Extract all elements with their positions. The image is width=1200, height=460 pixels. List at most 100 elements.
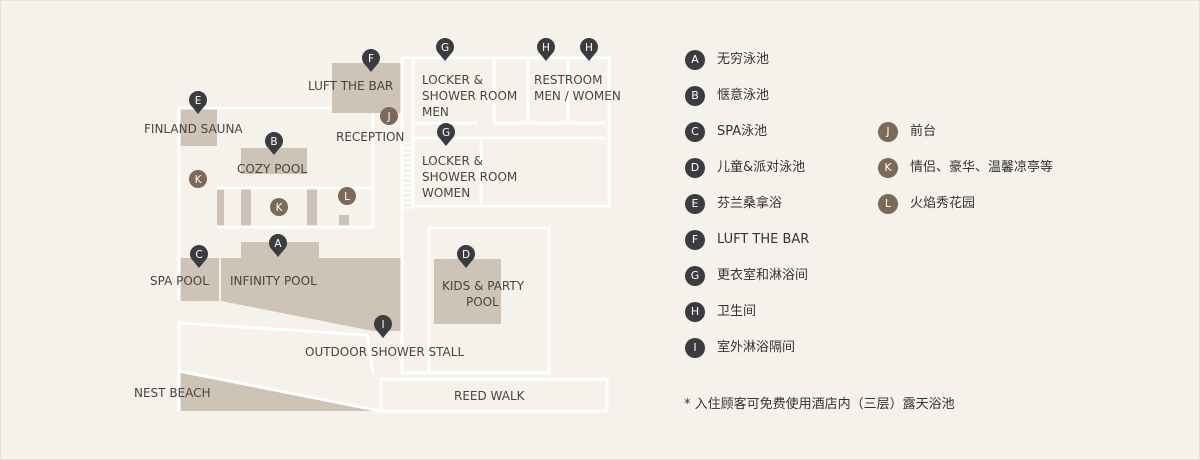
legend-badge-g: G [685,266,705,286]
pillar [339,215,349,226]
location-pin-icon [265,131,283,155]
map-pin-d: D [457,244,475,268]
map-pin-f: F [362,48,380,72]
locker-women-label-line-3: WOMEN [422,186,470,200]
legend-label-g: 更衣室和淋浴间 [717,268,809,283]
cozy-pool-label: COZY POOL [237,162,307,176]
kids-party-pool-label-line-1: KIDS & PARTY [442,279,525,293]
map-marker-k-1: K [189,170,207,188]
restroom-label-line-2: MEN / WOMEN [534,89,621,103]
legend-label-d: 儿童&派对泳池 [717,160,806,175]
pin-letter: E [195,95,202,107]
marker-circle-icon [338,187,356,205]
legend-badge-b: B [685,86,705,106]
legend-label-a: 无穷泳池 [717,52,770,67]
pin-letter: J [386,111,390,123]
locker-men-label-line-3: MEN [422,105,449,119]
reception-label: RECEPTION [336,130,404,144]
locker-men-label-line-1: LOCKER & [422,73,483,87]
map-pin-c: C [190,244,208,268]
luft-the-bar-label: LUFT THE BAR [308,79,393,93]
legend-spots: J 前台 K 情侣、豪华、温馨凉亭等 L 火焰秀花园 [878,122,1053,214]
legend-item-g: G 更衣室和淋浴间 [685,266,809,286]
reed-walk-label: REED WALK [454,389,526,403]
pillar [217,189,224,226]
legend-item-e: E 芬兰桑拿浴 [685,194,809,214]
legend-item-a: A 无穷泳池 [685,50,809,70]
legend-label-k: 情侣、豪华、温馨凉亭等 [910,160,1054,175]
location-pin-icon [436,37,454,61]
marker-circle-icon [380,107,398,125]
pin-letter: A [274,238,282,250]
map-pins: F G H H E B J [189,37,598,338]
location-pin-icon [189,90,207,114]
pillar [307,189,317,226]
outdoor-shower-stall-label: OUTDOOR SHOWER STALL [305,345,464,359]
map-marker-j: J [380,107,398,125]
pin-letter: K [276,202,284,214]
floor-plan-walls [177,56,611,413]
legend-label-b: 惬意泳池 [717,88,770,103]
legend-badge-f: F [685,230,705,250]
pin-letter: F [368,53,374,65]
legend-badge-k: K [878,158,898,178]
pillar [241,189,251,226]
legend-badge-l: L [878,194,898,214]
location-pin-icon [362,48,380,72]
pin-letter: D [462,249,470,261]
legend-label-l: 火焰秀花园 [910,196,976,211]
map-pin-h-1: H [537,37,555,61]
legend-facilities: A 无穷泳池 B 惬意泳池 C SPA泳池 D 儿童&派对泳池 E 芬兰桑拿浴 … [685,50,809,358]
legend-label-f: LUFT THE BAR [717,232,810,247]
location-pin-icon [437,122,455,146]
pin-letter: C [195,249,202,261]
stairs [403,142,413,209]
infinity-pool-label: INFINITY POOL [230,274,317,288]
location-pin-icon [190,244,208,268]
pin-letter: K [195,174,203,186]
spa-pool-label: SPA POOL [150,274,209,288]
pin-letter: I [381,319,384,331]
map-pin-a: A [269,233,287,257]
legend-item-l: L 火焰秀花园 [878,194,1053,214]
location-pin-icon [537,37,555,61]
legend-label-i: 室外淋浴隔间 [717,340,796,355]
legend-item-j: J 前台 [878,122,1053,142]
locker-women-label-line-1: LOCKER & [422,154,483,168]
kids-party-pool-label-line-2: POOL [466,295,499,309]
location-pin-icon [374,314,392,338]
legend-label-j: 前台 [910,124,937,139]
pin-letter: G [441,42,449,54]
finland-sauna-area [179,109,217,146]
pin-letter: G [442,127,450,139]
outdoor-walkway-wall [177,321,375,411]
infinity-pool-area [221,242,401,331]
legend-badge-d: D [685,158,705,178]
locker-block-wall [411,56,611,208]
location-pin-icon [457,244,475,268]
nest-beach-label: NEST BEACH [134,386,211,400]
map-pin-e: E [189,90,207,114]
legend-badge-h: H [685,302,705,322]
legend-badge-e: E [685,194,705,214]
wall [400,56,551,375]
legend-badge-a: A [685,50,705,70]
luft-the-bar-area [332,63,402,113]
legend-item-i: I 室外淋浴隔间 [685,338,809,358]
pin-letter: B [270,136,277,148]
locker-women-label-line-2: SHOWER ROOM [422,170,517,184]
legend-badge-i: I [685,338,705,358]
legend-badge-j: J [878,122,898,142]
map-pin-b: B [265,131,283,155]
pin-letter: L [344,191,350,203]
legend-label-h: 卫生间 [717,304,757,319]
wall [177,106,332,301]
restroom-label-line-1: RESTROOM [534,73,602,87]
reed-walk-outline [379,377,609,413]
pin-letter: H [585,42,593,54]
legend-label-e: 芬兰桑拿浴 [717,196,783,211]
map-pin-h-2: H [580,37,598,61]
legend-item-k: K 情侣、豪华、温馨凉亭等 [878,158,1053,178]
legend-badge-c: C [685,122,705,142]
